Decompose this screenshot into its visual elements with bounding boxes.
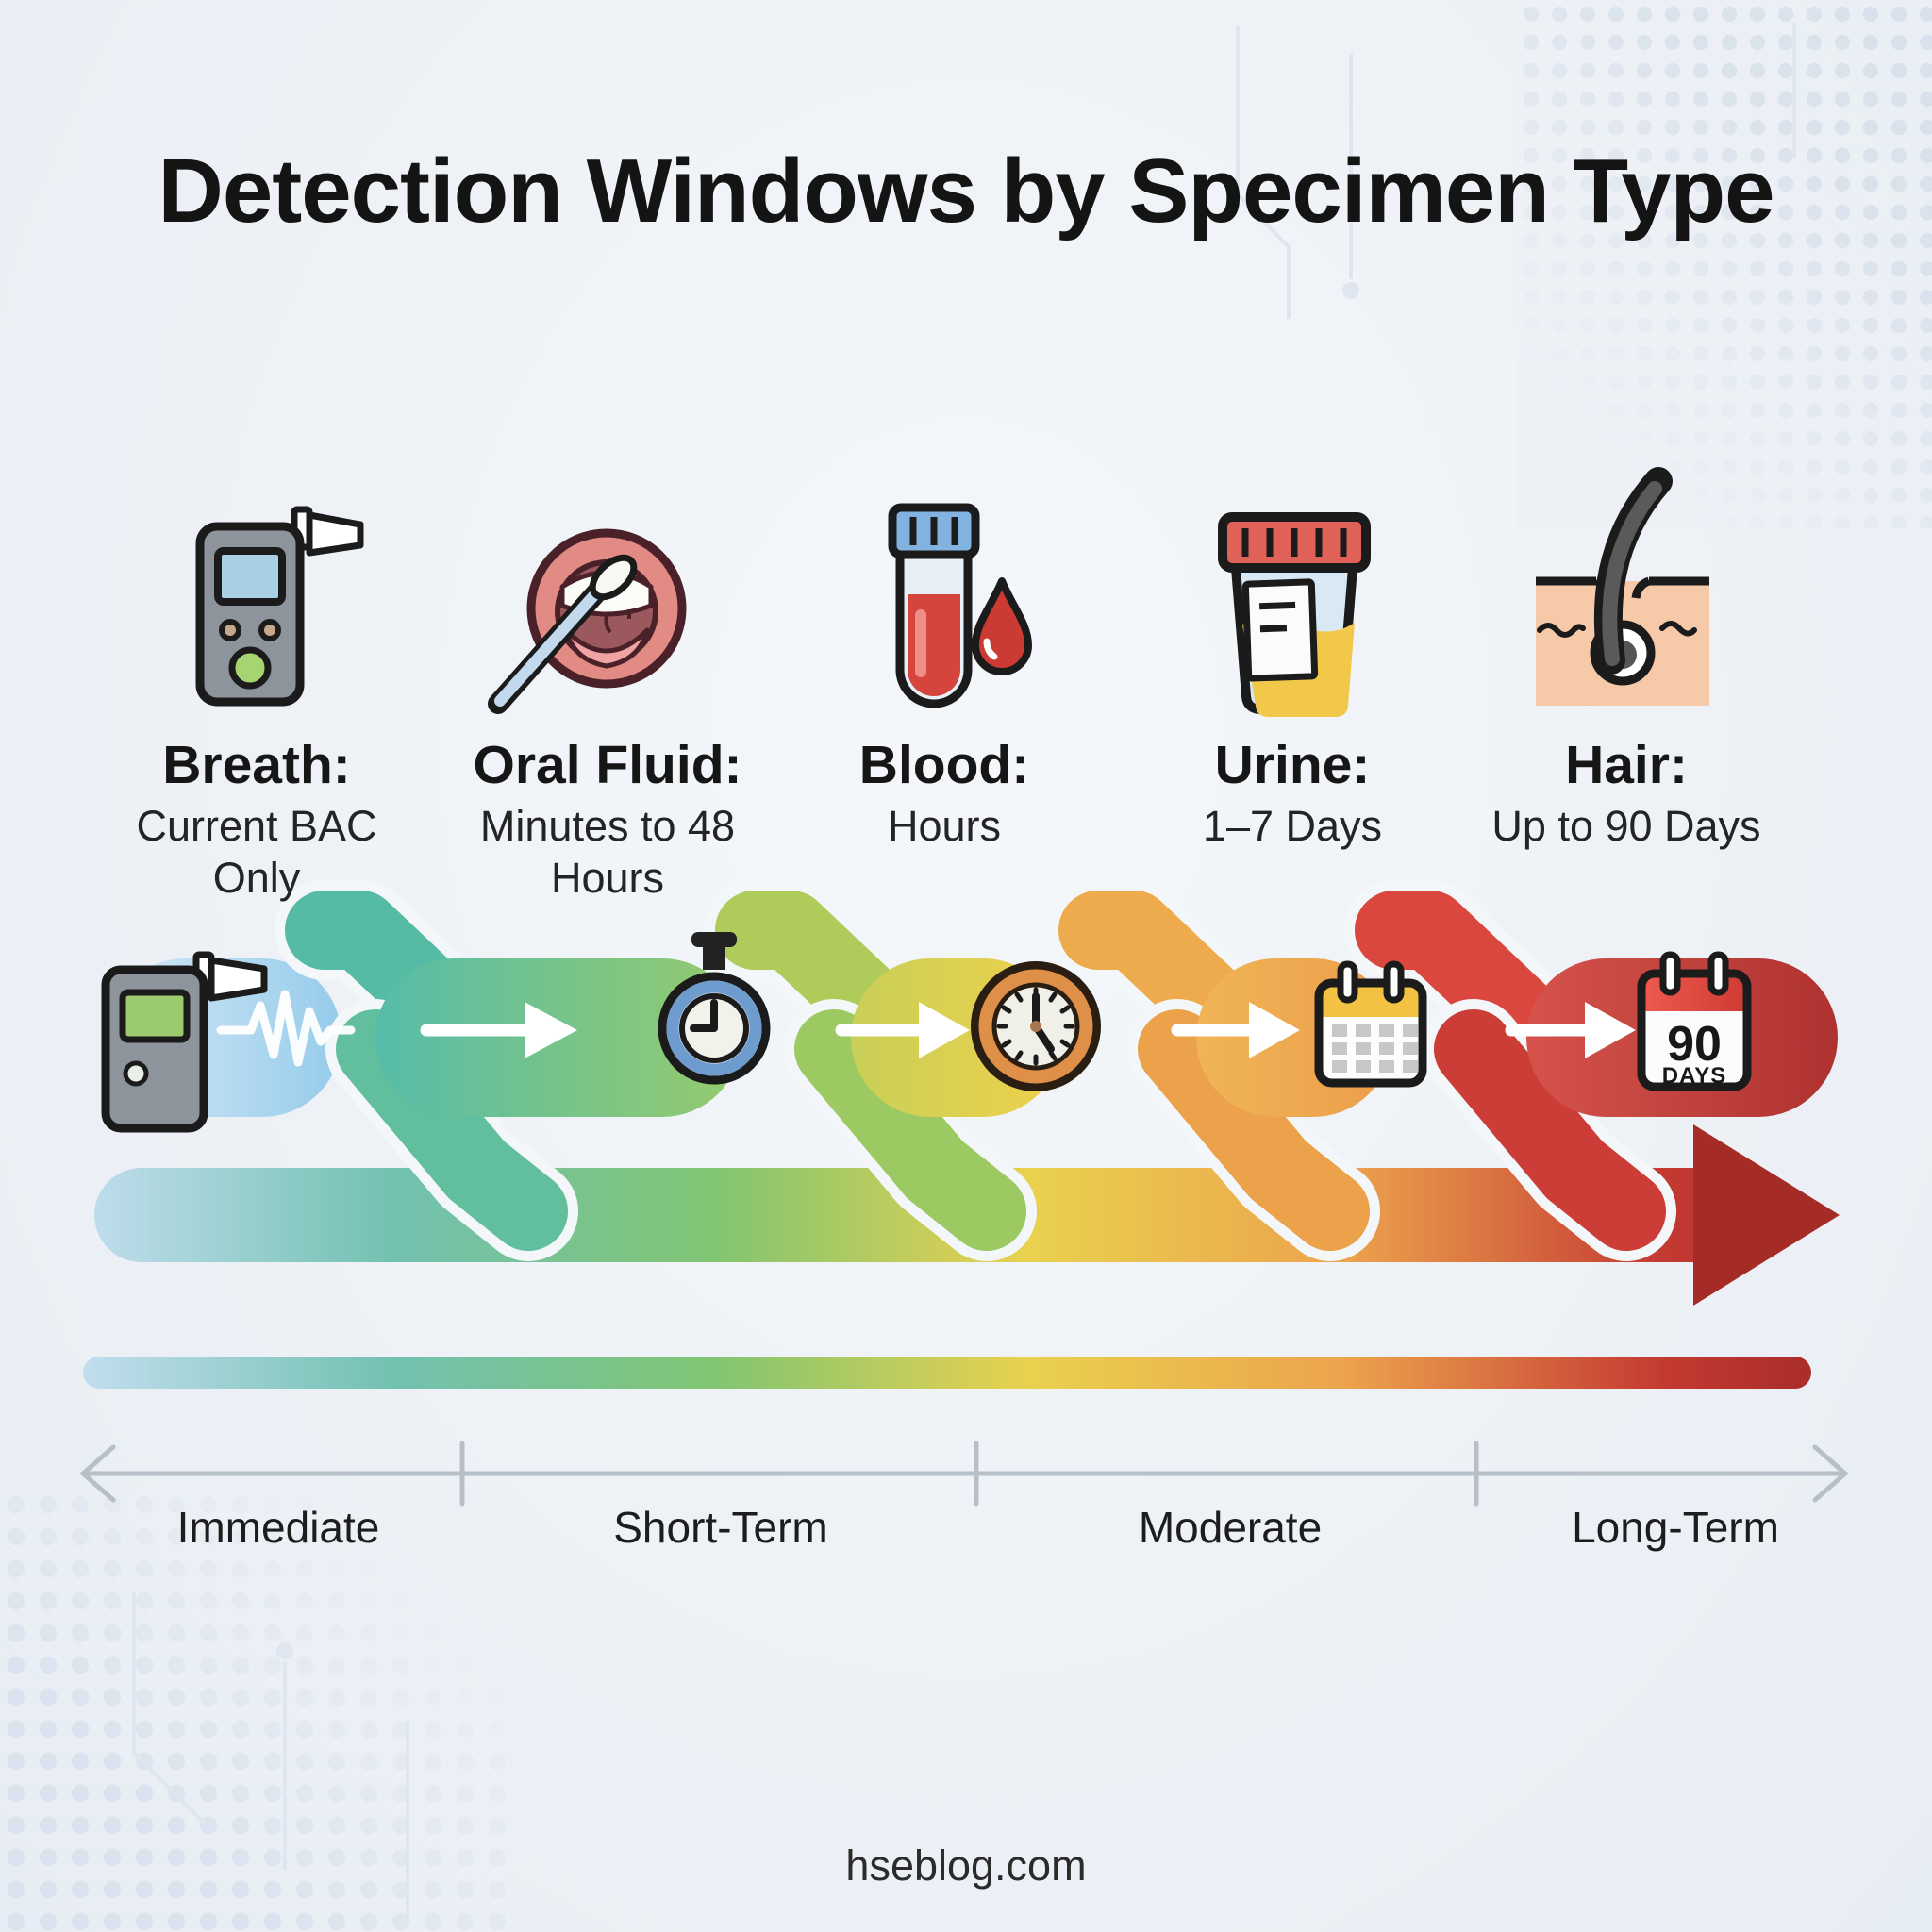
mouth-swab-icon — [488, 528, 687, 714]
pulse-wave-icon — [216, 990, 356, 1067]
flow-arrow-icon — [835, 1002, 970, 1058]
timeline-axis — [79, 1441, 1849, 1507]
stage-label-short-term: Short-Term — [613, 1503, 828, 1552]
stage-label-moderate: Moderate — [1138, 1503, 1323, 1552]
flow-arrow-icon — [1171, 1002, 1300, 1058]
calendar-icon — [1314, 960, 1427, 1088]
breathalyzer-icon — [195, 506, 364, 707]
timeline-arrowhead — [1693, 1124, 1840, 1306]
specimen-label: Blood: — [858, 735, 1030, 795]
calendar-90-days-icon: 90 DAYS — [1637, 951, 1752, 1091]
specimen-label: Hair: — [1565, 735, 1688, 795]
specimen-column-hair: Hair: Up to 90 Days — [1466, 735, 1787, 853]
stopwatch-icon — [658, 932, 771, 1085]
ninety-days-unit: DAYS — [1662, 1063, 1726, 1089]
axis-right-arrow-icon — [1812, 1444, 1849, 1503]
flow-arrow-icon — [1505, 1002, 1636, 1058]
circuit-trace-lines — [132, 23, 1796, 1924]
urine-sample-cup-icon — [1218, 512, 1371, 717]
breathalyzer-flow-icon — [101, 951, 268, 1133]
specimen-label: Breath: — [162, 735, 351, 795]
specimen-window: 1–7 Days — [1202, 802, 1383, 851]
specimen-label: Oral Fluid: — [473, 735, 742, 795]
blood-test-tube-icon — [888, 503, 1032, 708]
stage-label-long-term: Long-Term — [1572, 1503, 1779, 1552]
flow-arrow-icon — [420, 1002, 577, 1058]
wall-clock-icon — [971, 961, 1101, 1091]
specimen-column-oral-fluid: Oral Fluid: Minutes to 48 Hours — [447, 735, 768, 905]
flow-arrows — [420, 1002, 1636, 1058]
upper-flow-band — [106, 880, 1838, 1261]
specimen-window: Up to 90 Days — [1491, 802, 1761, 851]
footer-website: hseblog.com — [845, 1841, 1087, 1890]
specimen-label: Urine: — [1214, 735, 1371, 795]
axis-left-arrow-icon — [79, 1444, 116, 1503]
page-title: Detection Windows by Specimen Type — [158, 141, 1775, 242]
stage-label-immediate: Immediate — [176, 1503, 380, 1552]
specimen-column-blood: Blood: Hours — [784, 735, 1105, 853]
specimen-window: Minutes to 48 Hours — [479, 802, 736, 903]
specimen-window: Hours — [887, 802, 1002, 851]
specimen-column-breath: Breath: Current BAC Only — [96, 735, 417, 905]
ninety-days-number: 90 — [1667, 1017, 1722, 1072]
hair-follicle-icon — [1536, 467, 1709, 706]
specimen-window: Current BAC Only — [136, 802, 377, 903]
specimen-column-urine: Urine: 1–7 Days — [1132, 735, 1453, 853]
